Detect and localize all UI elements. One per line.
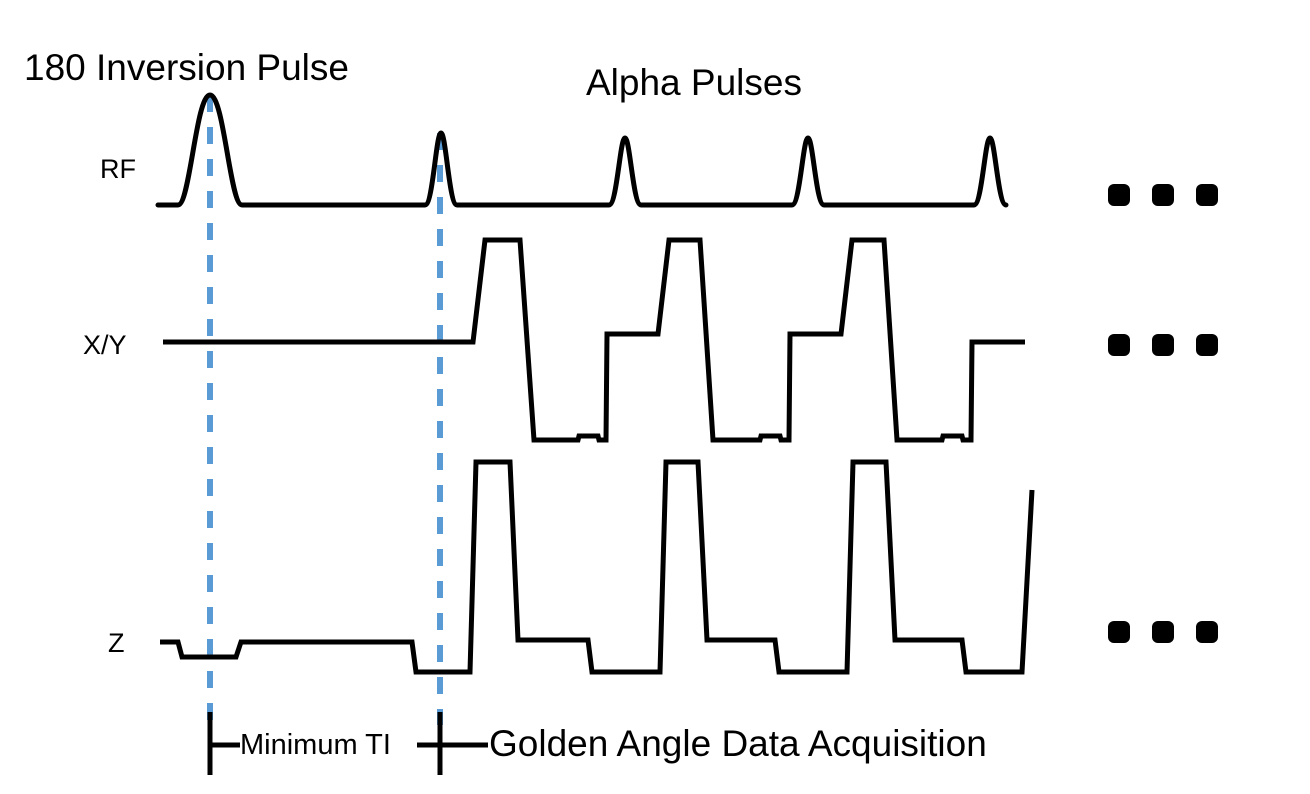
- ellipsis-dot: [1196, 334, 1218, 356]
- rf-waveform: [155, 92, 1009, 208]
- ellipsis-dot: [1196, 184, 1218, 206]
- channel-label-rf: RF: [100, 154, 136, 184]
- ellipsis-dot: [1152, 334, 1174, 356]
- alpha-pulses-title: Alpha Pulses: [586, 62, 802, 103]
- ellipsis-dot: [1108, 334, 1130, 356]
- xy-continuation-ellipsis-icon: [1108, 334, 1218, 356]
- ellipsis-dot: [1196, 621, 1218, 643]
- z-continuation-ellipsis-icon: [1108, 621, 1218, 643]
- minimum-ti-label: Minimum TI: [240, 729, 391, 761]
- ellipsis-dot: [1152, 621, 1174, 643]
- channel-label-xy: X/Y: [83, 330, 127, 360]
- channel-label-z: Z: [108, 628, 125, 658]
- xy-gradient-waveform: [163, 237, 1025, 443]
- z-gradient-waveform: [160, 459, 1035, 675]
- inversion-pulse-title: 180 Inversion Pulse: [24, 47, 349, 88]
- ellipsis-dot: [1108, 184, 1130, 206]
- rf-continuation-ellipsis-icon: [1108, 184, 1218, 206]
- ellipsis-dot: [1152, 184, 1174, 206]
- ellipsis-dot: [1108, 621, 1130, 643]
- golden-angle-acquisition-label: Golden Angle Data Acquisition: [489, 723, 987, 764]
